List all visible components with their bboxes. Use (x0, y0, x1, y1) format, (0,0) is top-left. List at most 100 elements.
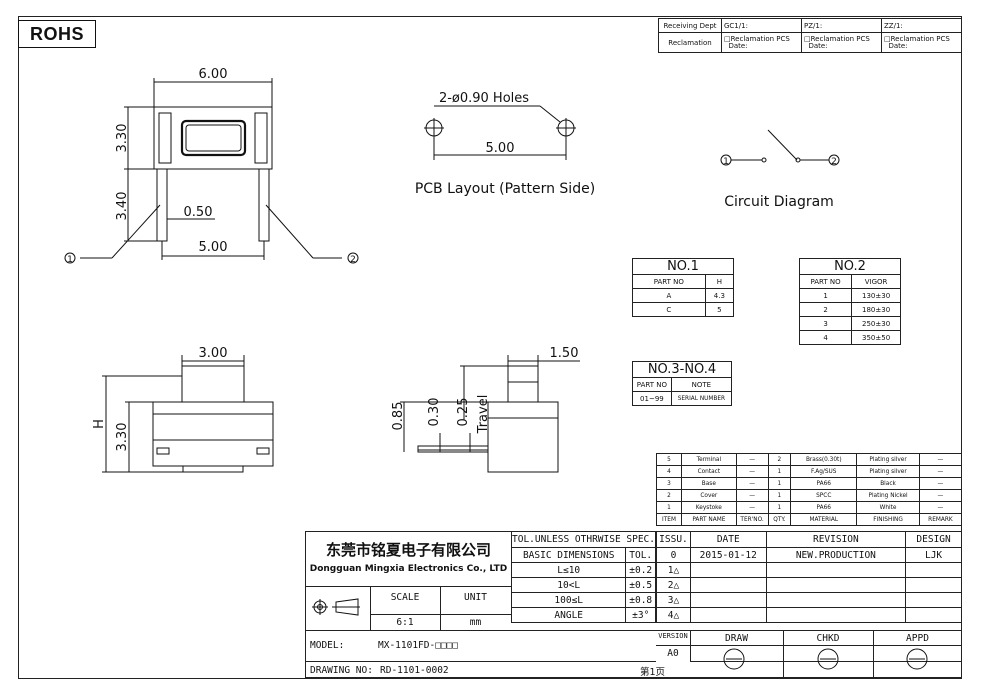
tolerance-table: TOL.UNLESS OTHRWISE SPEC. BASIC DIMENSIO… (510, 531, 656, 623)
bom-cell: — (735, 453, 769, 466)
tol-cell: L≤10 (510, 562, 627, 578)
dim-0-25: 0.25 (456, 398, 471, 427)
dim-0-30: 0.30 (427, 398, 442, 427)
bom-cell: — (735, 477, 769, 490)
callout-1: 1 (67, 255, 73, 265)
bom-cell: 1 (767, 465, 792, 478)
no2-header: PART NO (798, 274, 853, 289)
no34-header: NOTE (670, 377, 733, 392)
revision-triangle-3: 3△ (656, 592, 691, 608)
bom-cell: 1 (767, 501, 792, 514)
dim-h: H (92, 419, 107, 429)
drawing-frame (18, 16, 962, 679)
bom-cell: 1 (655, 501, 683, 514)
no2-cell: 350±50 (851, 330, 901, 345)
reclamation-cell-1: □Reclamation PCS Date: (721, 32, 802, 53)
no2-header: VIGOR (851, 274, 901, 289)
scale-value: 6:1 (396, 617, 414, 628)
bom-cell: Contact (681, 465, 737, 478)
appd-stamp-icon (906, 648, 928, 670)
bom-cell: 3 (655, 477, 683, 490)
chkd-label: CHKD (816, 633, 840, 644)
appd-label: APPD (906, 633, 929, 644)
no2-cell: 2 (798, 302, 853, 317)
bom-cell: 2 (767, 453, 792, 466)
bom-cell: Keystoke (681, 501, 737, 514)
designer: LJK (905, 547, 962, 563)
no2-cell: 4 (798, 330, 853, 345)
pcb-dim-5-00: 5.00 (486, 141, 515, 156)
version-label: VERSION (658, 632, 688, 640)
bom-cell: 5 (655, 453, 683, 466)
no2-cell: 130±30 (851, 288, 901, 303)
no2-cell: 3 (798, 316, 853, 331)
scale-label: SCALE (390, 592, 420, 603)
bom-cell: — (735, 501, 769, 514)
revision-triangle-1: 1△ (656, 562, 691, 578)
reclamation-cell-2: □Reclamation PCS Date: (801, 32, 882, 53)
chkd-stamp-icon (817, 648, 839, 670)
model-label: MODEL: (310, 640, 345, 651)
bom-header: ITEM (655, 513, 683, 526)
no34-cell: 01~99 (632, 391, 672, 406)
dim-5-00: 5.00 (199, 240, 228, 255)
tol-label: TOL. (625, 547, 656, 563)
bom-cell: SPCC (790, 489, 858, 502)
top-view-body (153, 106, 273, 170)
dim-3-30-top: 3.30 (115, 124, 130, 153)
no1-header: PART NO (632, 274, 706, 289)
draw-label: DRAW (725, 633, 748, 644)
tol-cell: 10<L (510, 577, 627, 593)
no2-cell: 180±30 (851, 302, 901, 317)
bom-cell: Cover (681, 489, 737, 502)
page-number: 第1页 (640, 667, 666, 678)
bom-cell: — (735, 465, 769, 478)
bom-cell: Terminal (681, 453, 737, 466)
revision-triangle-4: 4△ (656, 607, 691, 623)
bom-cell: F.Ag/SUS (790, 465, 858, 478)
unit-value: mm (469, 617, 482, 628)
bom-cell: Plating silver (856, 465, 920, 478)
bom-cell: — (918, 477, 963, 490)
bom-cell: — (918, 465, 963, 478)
bom-cell: Base (681, 477, 737, 490)
revision-date: 2015-01-12 (689, 547, 767, 563)
revision-triangle-2: 2△ (656, 577, 691, 593)
dim-1-50: 1.50 (550, 346, 579, 361)
tol-cell: ±0.5 (625, 577, 656, 593)
dim-6-00: 6.00 (199, 67, 228, 82)
no2-cell: 250±30 (851, 316, 901, 331)
travel-label: Travel (476, 395, 491, 435)
no1-cell: 5 (704, 302, 735, 317)
revision-text: NEW.PRODUCTION (765, 547, 907, 563)
rohs-badge: ROHS (18, 20, 96, 48)
no1-cell: C (632, 302, 706, 317)
bom-header: QTY. (767, 513, 792, 526)
bom-cell: 2 (655, 489, 683, 502)
reclamation-cell-3: □Reclamation PCS Date: (881, 32, 962, 53)
tol-title: TOL.UNLESS OTHRWISE SPEC. (511, 531, 656, 548)
bom-header: FINISHING (856, 513, 920, 526)
bom-header: REMARK (918, 513, 963, 526)
tol-cell: ±0.8 (625, 592, 656, 608)
receiving-table: Receiving Dept GC1/1: PZ/1: ZZ/1: Reclam… (658, 18, 962, 53)
design-header: DESIGN (905, 531, 962, 548)
bom-cell: Plating silver (856, 453, 920, 466)
dim-0-85: 0.85 (391, 402, 406, 431)
bom-cell: — (918, 501, 963, 514)
dim-0-50: 0.50 (184, 205, 213, 220)
holes-label: 2-ø0.90 Holes (439, 91, 529, 106)
company-cell: 东莞市铭夏电子有限公司 Dongguan Mingxia Electronics… (306, 533, 512, 587)
no2-title: NO.2 (799, 258, 901, 274)
company-cn: 东莞市铭夏电子有限公司 (325, 541, 491, 559)
draw-stamp-icon (723, 648, 745, 670)
bom-header: TER'NO. (735, 513, 769, 526)
bom-cell: 4 (655, 465, 683, 478)
no1-cell: 4.3 (704, 288, 735, 303)
